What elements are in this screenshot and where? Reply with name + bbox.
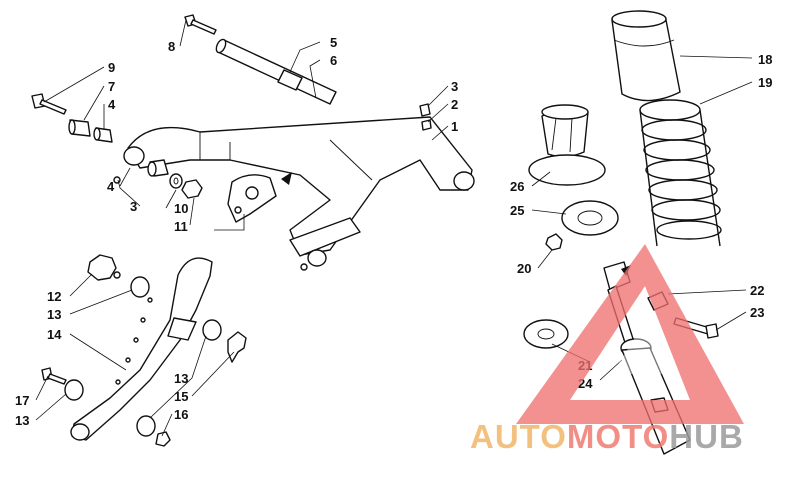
callout-1: 1 — [451, 119, 458, 134]
watermark-moto: MOTO — [567, 418, 669, 455]
callout-3: 3 — [451, 79, 458, 94]
callout-7: 7 — [108, 79, 115, 94]
callout-20: 20 — [517, 261, 531, 276]
callout-9: 9 — [108, 60, 115, 75]
spring-seat-26 — [528, 104, 606, 186]
callout-16: 16 — [174, 407, 188, 422]
nut-20 — [545, 233, 563, 251]
washer-13-c — [64, 379, 84, 401]
swing-arm-assembly — [31, 14, 475, 271]
callout-22: 22 — [750, 283, 764, 298]
knob-12 — [87, 254, 121, 281]
callout-25: 25 — [510, 203, 524, 218]
callout-6: 6 — [330, 53, 337, 68]
bushing-4-lower — [147, 159, 169, 177]
washer-13-b — [202, 319, 222, 341]
watermark-auto: AUTO — [470, 418, 567, 455]
callout-12: 12 — [47, 289, 61, 304]
callout-4: 4 — [107, 179, 115, 194]
warning-triangle-logo — [516, 244, 744, 424]
callout-15: 15 — [174, 389, 188, 404]
callout-8: 8 — [168, 39, 175, 54]
wing-nut-15 — [227, 331, 247, 363]
watermark-text: AUTOMOTOHUB — [470, 418, 744, 455]
callout-13: 13 — [174, 371, 188, 386]
callout-26: 26 — [510, 179, 524, 194]
pivot-shaft — [215, 38, 337, 105]
watermark-hub: HUB — [669, 418, 744, 455]
callout-11: 11 — [174, 219, 188, 234]
callout-13: 13 — [15, 413, 29, 428]
callout-13: 13 — [47, 307, 61, 322]
callout-4: 4 — [108, 97, 116, 112]
callout-3: 3 — [130, 199, 137, 214]
callout-2: 2 — [451, 97, 458, 112]
bolt-9 — [31, 93, 67, 115]
bolt-8 — [184, 14, 217, 35]
bushing-7 — [68, 119, 91, 137]
spring-19 — [639, 99, 722, 247]
nut-11 — [181, 179, 203, 199]
washer-13-a — [130, 276, 150, 298]
limiter-strap-assembly — [41, 254, 247, 447]
callout-5: 5 — [330, 35, 337, 50]
callout-10: 10 — [174, 201, 188, 216]
callout-17: 17 — [15, 393, 29, 408]
a-frame — [123, 116, 475, 271]
washer-21 — [523, 319, 569, 349]
leader-lines — [35, 19, 753, 437]
washer-13-d — [136, 415, 156, 437]
washer-25 — [561, 200, 619, 236]
callout-19: 19 — [758, 75, 772, 90]
nut-16 — [155, 431, 171, 447]
bolt-17 — [41, 367, 67, 385]
callout-14: 14 — [47, 327, 62, 342]
automotohub-watermark: AUTOMOTOHUB — [470, 244, 744, 455]
boot-18 — [611, 10, 681, 102]
washer-10 — [169, 173, 183, 189]
shock-bracket — [227, 172, 292, 223]
bushing-4-upper — [93, 127, 113, 143]
callout-18: 18 — [758, 52, 772, 67]
callout-23: 23 — [750, 305, 764, 320]
